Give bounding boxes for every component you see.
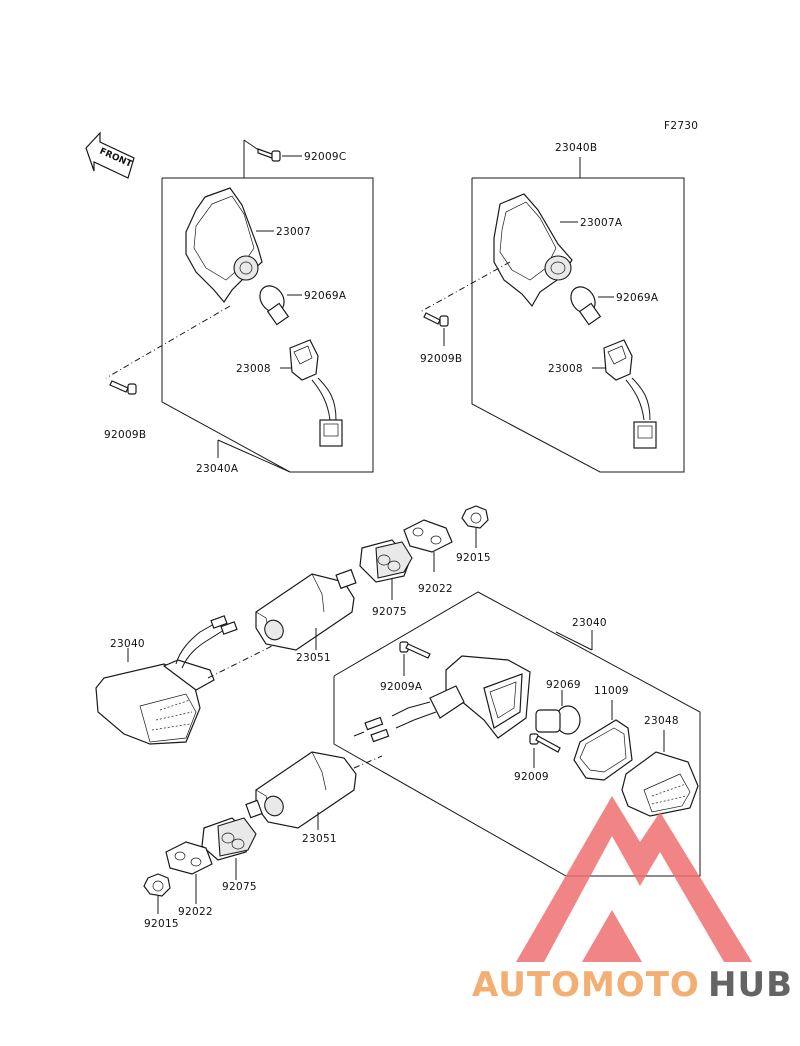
callout-92075-top: 92075 bbox=[372, 606, 407, 618]
callout-92069: 92069 bbox=[546, 679, 581, 691]
screw-92009c bbox=[257, 148, 302, 162]
callout-92069a-left: 92069A bbox=[304, 290, 347, 302]
callout-92069a-right: 92069A bbox=[616, 292, 659, 304]
socket-23008-right bbox=[592, 339, 657, 449]
washer-92022-bottom bbox=[165, 841, 213, 904]
callout-11009: 11009 bbox=[594, 685, 629, 697]
gasket-11009 bbox=[573, 700, 633, 781]
grommet-92075-bottom bbox=[201, 817, 257, 880]
turn-signal-housing-right bbox=[353, 655, 531, 743]
callout-23051-bottom: 23051 bbox=[302, 833, 337, 845]
stalk-23051-bottom bbox=[245, 751, 383, 830]
callout-23051-top: 23051 bbox=[296, 652, 331, 664]
callout-23040b: 23040B bbox=[555, 142, 597, 154]
automotohub-watermark: AUTOMOTO HUB bbox=[472, 796, 793, 1005]
callout-23008-right: 23008 bbox=[548, 363, 583, 375]
lens-23007 bbox=[185, 187, 274, 304]
figure-code: F2730 bbox=[664, 120, 698, 132]
screw-92009b-left bbox=[109, 380, 137, 395]
stalk-23051-top bbox=[255, 568, 357, 651]
callout-92075-bottom: 92075 bbox=[222, 881, 257, 893]
callout-92015-bottom: 92015 bbox=[144, 918, 179, 930]
front-arrow-icon: FRONT bbox=[85, 131, 135, 179]
callout-23007: 23007 bbox=[276, 226, 311, 238]
callout-92022-bottom: 92022 bbox=[178, 906, 213, 918]
grommet-92075-top bbox=[359, 539, 413, 600]
callout-92022-top: 92022 bbox=[418, 583, 453, 595]
callout-92009b-right: 92009B bbox=[420, 353, 462, 365]
screw-92009 bbox=[529, 733, 561, 768]
callout-labels: 92009C 23007 92069A 23008 92009B 23040A … bbox=[104, 142, 679, 930]
bulb-92069a-right bbox=[570, 286, 614, 326]
callout-23040-left: 23040 bbox=[110, 638, 145, 650]
turn-signal-23040-left bbox=[95, 615, 305, 745]
callout-23008-left: 23008 bbox=[236, 363, 271, 375]
assembly-23040b bbox=[419, 157, 685, 473]
watermark-word-auto: AUTOMOTO bbox=[472, 965, 700, 1005]
callout-92009c: 92009C bbox=[304, 151, 347, 163]
lens-23048 bbox=[621, 730, 699, 817]
watermark-word-hub: HUB bbox=[708, 965, 793, 1005]
callout-92009: 92009 bbox=[514, 771, 549, 783]
screw-92009b-right bbox=[423, 312, 449, 346]
callout-23040a: 23040A bbox=[196, 463, 239, 475]
assembly-23040a bbox=[105, 139, 374, 473]
callout-92015-top: 92015 bbox=[456, 552, 491, 564]
bulb-92069a bbox=[259, 285, 302, 326]
callout-92009b-left: 92009B bbox=[104, 429, 146, 441]
automotohub-logo-icon bbox=[516, 796, 752, 962]
lens-23007a bbox=[493, 193, 578, 308]
callout-23007a: 23007A bbox=[580, 217, 623, 229]
washer-92022-top bbox=[403, 519, 453, 572]
assembly-23040 bbox=[95, 505, 701, 914]
nut-92015-bottom bbox=[143, 873, 171, 914]
callout-92009a: 92009A bbox=[380, 681, 423, 693]
callout-23040-right: 23040 bbox=[572, 617, 607, 629]
nut-92015-top bbox=[461, 505, 489, 548]
socket-23008-left bbox=[280, 339, 343, 447]
bulb-92069 bbox=[535, 690, 581, 735]
screw-92009a bbox=[399, 641, 431, 676]
callout-23048: 23048 bbox=[644, 715, 679, 727]
